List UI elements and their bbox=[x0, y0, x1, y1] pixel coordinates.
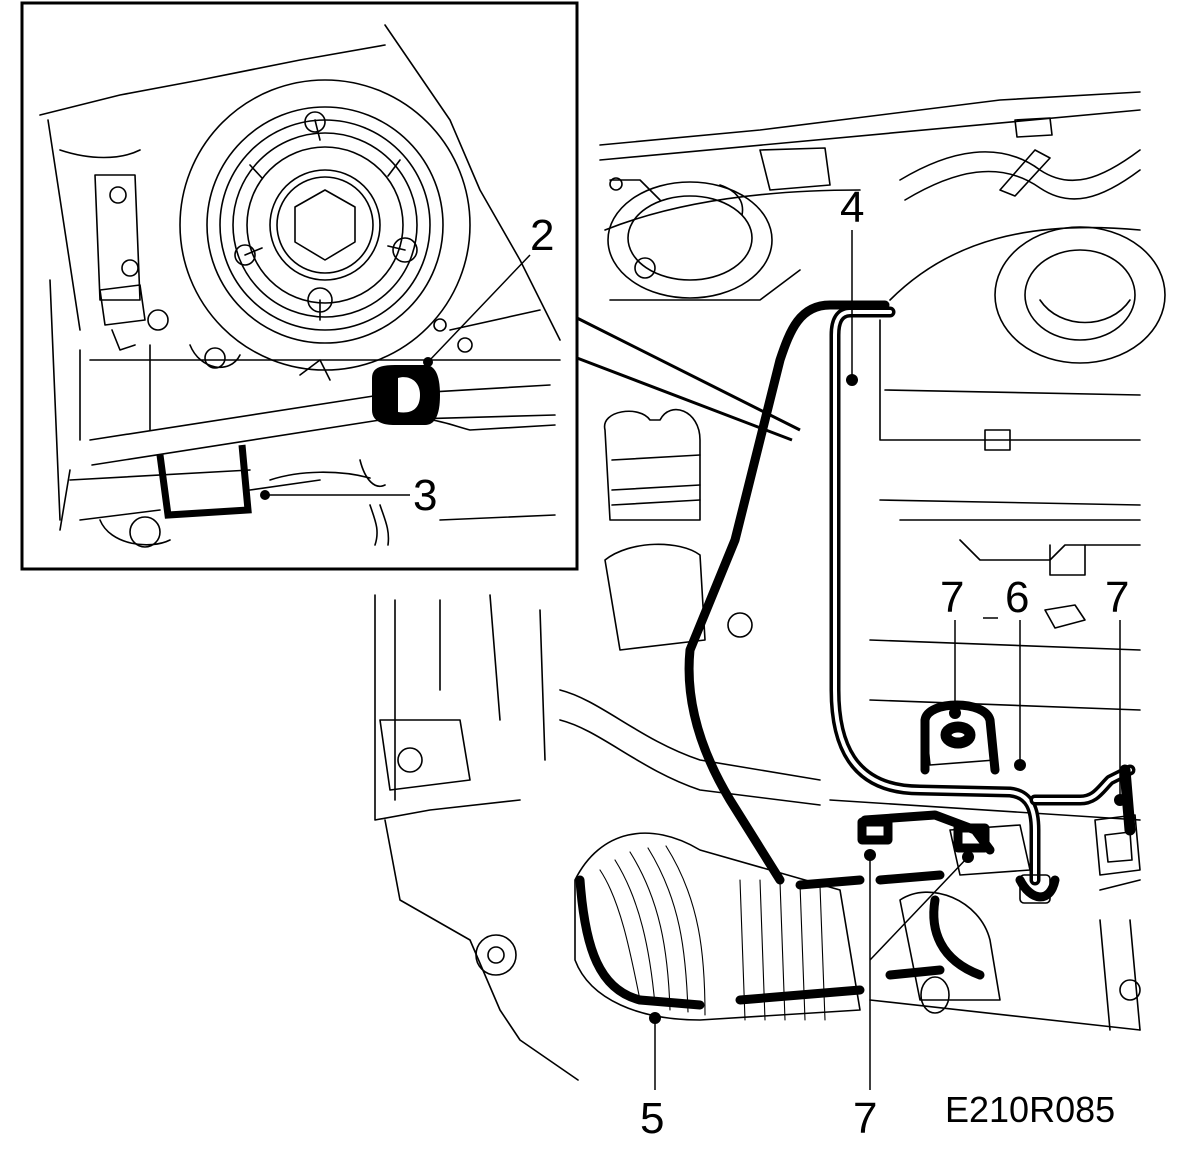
callout-2-label: 2 bbox=[530, 211, 554, 260]
callout-6-label: 6 bbox=[1005, 573, 1029, 622]
callout-4: 4 bbox=[840, 183, 864, 386]
callout-7-bottom: 7 bbox=[853, 849, 974, 1143]
callout-7-left-label: 7 bbox=[940, 573, 964, 622]
engine-bay-drawing bbox=[374, 91, 1166, 1081]
callout-4-label: 4 bbox=[840, 183, 864, 232]
callout-7-right: 7 bbox=[1105, 573, 1129, 806]
callout-7-left: 7 bbox=[940, 573, 964, 719]
callout-5-label: 5 bbox=[640, 1094, 664, 1143]
figure-code: E210R085 bbox=[945, 1089, 1115, 1130]
callout-5: 5 bbox=[640, 1012, 664, 1143]
callout-3: 3 bbox=[260, 471, 437, 520]
detail-inset bbox=[20, 1, 801, 571]
callout-2: 2 bbox=[423, 211, 554, 367]
callout-7-right-label: 7 bbox=[1105, 573, 1129, 622]
callout-3-label: 3 bbox=[413, 471, 437, 520]
hose-routing bbox=[575, 300, 1136, 1010]
callout-7-bottom-label: 7 bbox=[853, 1094, 877, 1143]
callout-6: 6 bbox=[983, 573, 1029, 771]
